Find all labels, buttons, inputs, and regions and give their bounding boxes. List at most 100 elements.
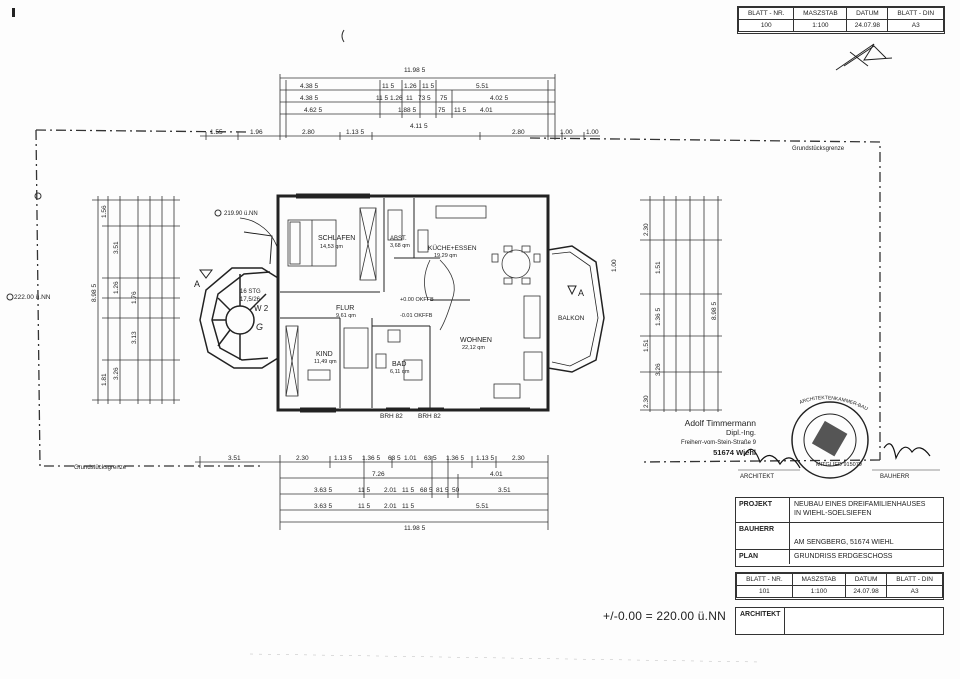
architekt-label: ARCHITEKT: [736, 608, 785, 634]
exterior-walls: [276, 194, 550, 412]
project-row: PROJEKT NEUBAU EINES DREIFAMILIENHAUSES …: [736, 498, 943, 523]
entrance-arc: [239, 217, 279, 251]
dim-left-outer: 8.98 5: [91, 284, 98, 302]
room-wohnen: WOHNEN: [460, 337, 492, 344]
dim-bot-r1-i: 1.13 5: [476, 455, 494, 462]
dim-top-r4-b: 1.96: [250, 129, 263, 136]
room-labels: SCHLAFEN 14,53 qm ABST. 3,68 qm KÜCHE+ES…: [314, 235, 585, 420]
balcony-outline: [547, 245, 605, 373]
dim-left-7: 1.81: [101, 373, 108, 386]
dim-top-r2-c: 1.26: [390, 95, 403, 102]
dim-bot-r1-j: 2.30: [512, 455, 525, 462]
room-balkon: BALKON: [558, 315, 585, 322]
dim-bot-r3-c: 2.01: [384, 487, 397, 494]
okffb-2: -0.01 OKFFB: [400, 313, 433, 319]
architect-title: Dipl.-Ing.: [725, 428, 756, 437]
dim-top-r1-c: 1.26: [404, 83, 417, 90]
table-header: MASZSTAB: [793, 7, 848, 20]
table-header: BLATT - NR.: [736, 573, 793, 586]
stair-ratio: 17,5/26: [240, 297, 261, 303]
dim-bot-r3-f: 81 5: [436, 487, 449, 494]
dim-bot-r1-h: 1.36 5: [446, 455, 464, 462]
room-flur-area: 9,61 qm: [336, 313, 356, 319]
dim-bot-r4-b: 11 5: [358, 503, 371, 510]
sheet-info-top: BLATT - NR. MASZSTAB DATUM BLATT - DIN 1…: [737, 6, 945, 34]
dim-top-r4-g: 1.00: [560, 129, 573, 136]
dim-right-outer: 8.98 5: [711, 302, 718, 320]
table-header: MASZSTAB: [791, 573, 846, 586]
project-title-block: PROJEKT NEUBAU EINES DREIFAMILIENHAUSES …: [735, 497, 944, 567]
dim-top-r4-a: 1.55: [210, 129, 223, 136]
room-kind: KIND: [316, 351, 333, 358]
sheet-info-bottom: BLATT - NR. MASZSTAB DATUM BLATT - DIN 1…: [735, 572, 944, 600]
dim-right-1: 2.30: [643, 223, 650, 236]
dim-bot-r1-f: 1.01: [404, 455, 417, 462]
bauherr-row: BAUHERR AM SENGBERG, 51674 WIEHL: [736, 523, 943, 550]
dim-top-r1-b: 11 5: [382, 83, 395, 90]
plan-value: GRUNDRISS ERDGESCHOSS: [794, 553, 893, 560]
dim-right-4: 1.36 5: [655, 308, 662, 326]
dim-bot-r3-h: 3.51: [498, 487, 511, 494]
dim-bot-overall: 11.98 5: [404, 525, 426, 532]
dim-top-r3-d: 11 5: [454, 107, 467, 114]
room-abst: ABST.: [390, 236, 407, 242]
room-bad: BAD: [392, 361, 406, 368]
dim-right-6: 3.26: [655, 363, 662, 376]
furniture: [285, 205, 543, 399]
signature-architect: [743, 448, 801, 469]
plan-label: PLAN: [736, 550, 790, 564]
room-kueche: KÜCHE+ESSEN: [428, 244, 477, 252]
dim-left-5: 3.13: [131, 331, 138, 344]
signature-bauherr: [883, 443, 931, 461]
dim-top-r4-h: 1.00: [586, 129, 599, 136]
stray-mark: [341, 29, 345, 43]
dim-top-r4-d: 1.13 5: [346, 129, 364, 136]
section-arrow-left: [199, 269, 213, 279]
stair-w2: W 2: [254, 304, 269, 313]
elevation-left: 222.00 ü.NN: [14, 294, 51, 301]
table-header-row: BLATT - NR. MASZSTAB DATUM BLATT - DIN: [736, 573, 943, 586]
dim-bot-r3-a: 3.63 5: [314, 487, 332, 494]
table-header: BLATT - DIN: [887, 7, 944, 20]
dim-top-r1-e: 5.51: [476, 83, 489, 90]
room-bad-area: 6,11 qm: [390, 369, 410, 375]
dim-top-r4-f: 2.80: [512, 129, 525, 136]
dim-bot-r3-d: 11 5: [402, 487, 415, 494]
level-reference-note: +/-0.00 = 220.00 ü.NN: [603, 609, 726, 623]
dim-left-6: 3.26: [113, 367, 120, 380]
bottom-dimension-chains: [195, 455, 549, 530]
brh-label-1: BRH 82: [380, 413, 403, 420]
sheet-info-top-table: BLATT - NR. MASZSTAB DATUM BLATT - DIN 1…: [737, 7, 944, 32]
dim-top-r3-a: 4.62 5: [304, 107, 322, 114]
dim-top-r1-a: 4.38 5: [300, 83, 318, 90]
dim-bot-r1-g: 63 5: [424, 455, 437, 462]
top-dimension-chains: [200, 74, 600, 140]
entrance-steps: [243, 231, 273, 265]
seal-text-path: ARCHITEKTENKAMMER-BAU NORDRHEIN-WESTFALE…: [0, 0, 869, 412]
sig-caption-bauherr: BAUHERR: [880, 474, 910, 480]
balcony-inner: [551, 251, 599, 367]
right-dimension-texts: 2.30 1.00 1.51 1.36 5 1.51 3.26 2.30 8.9…: [611, 223, 718, 408]
dim-bot-r4-a: 3.63 5: [314, 503, 332, 510]
dim-top-r3-b: 1.88 5: [398, 107, 416, 114]
dim-right-3: 1.51: [655, 261, 662, 274]
architect-name: Adolf Timmermann: [684, 418, 756, 428]
dim-left-3: 1.26: [113, 281, 120, 294]
dim-bot-r2-b: 4.01: [490, 471, 503, 478]
brh-label-2: BRH 82: [418, 413, 441, 420]
table-header: BLATT - DIN: [886, 573, 943, 586]
dim-top-overall: 11.98 5: [404, 67, 426, 74]
dim-left-1: 1.56: [101, 205, 108, 218]
dim-bot-r4-e: 5.51: [476, 503, 489, 510]
architect-address: Adolf Timmermann Dipl.-Ing. Freiherr-vom…: [676, 418, 756, 458]
bauherr-value: AM SENGBERG, 51674 WIEHL: [794, 539, 894, 546]
dim-top-r2-f: 75: [440, 95, 448, 102]
dim-top-r2-b: 11 5: [376, 95, 389, 102]
interior-walls: [280, 198, 470, 408]
architect-street: Freiherr-vom-Stein-Straße 9: [680, 440, 756, 446]
dim-bot-r3-g: 50: [452, 487, 460, 494]
section-a-right: A: [578, 288, 584, 298]
dim-top-r2-a: 4.38 5: [300, 95, 318, 102]
dim-top-r1-d: 11 5: [422, 83, 435, 90]
